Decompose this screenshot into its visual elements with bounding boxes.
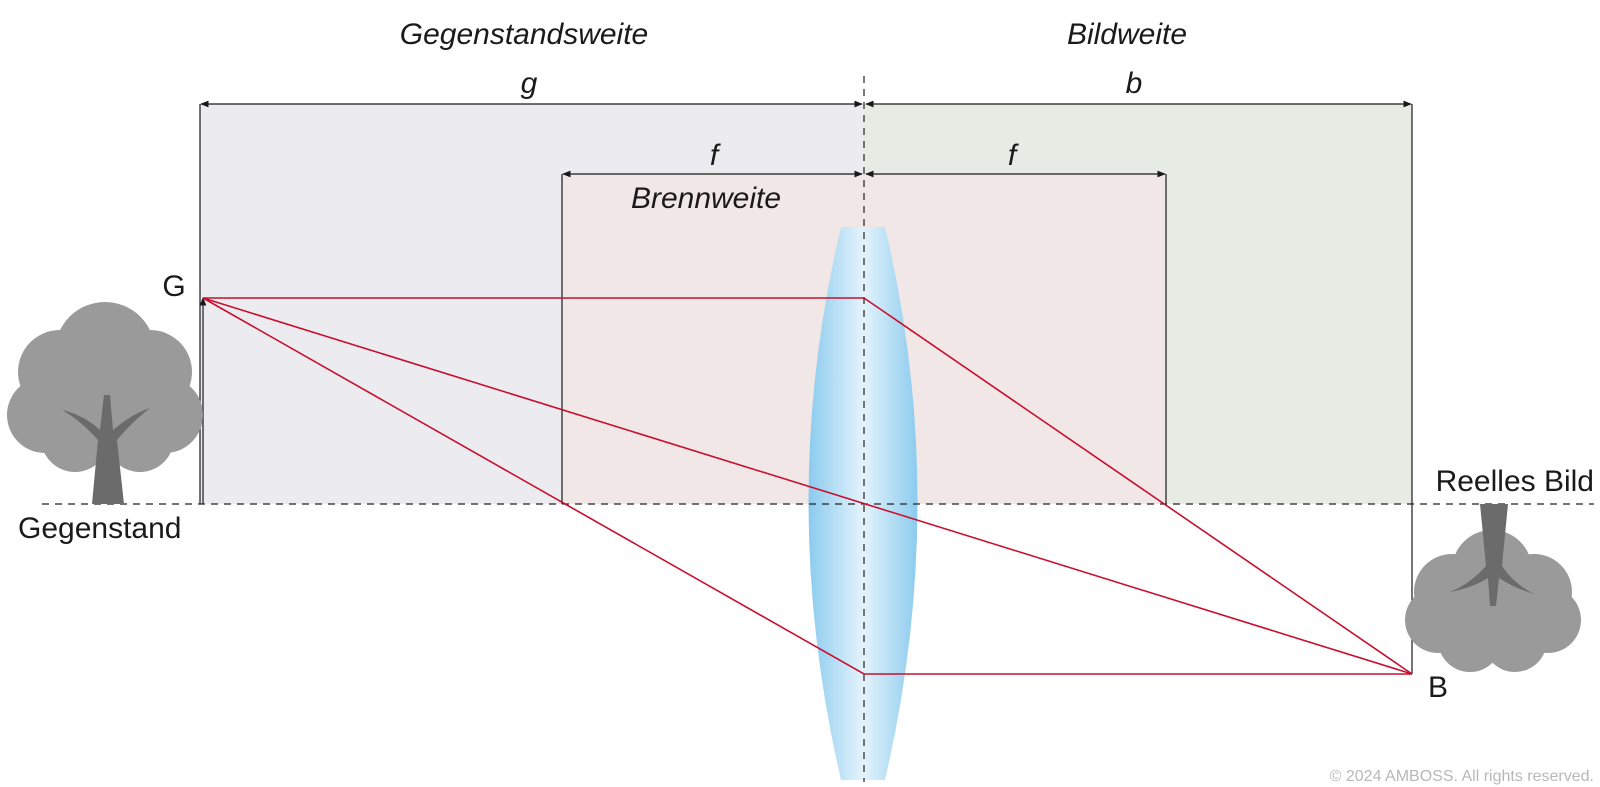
object-point-label: G [162,270,185,303]
object-distance-title: Gegenstandsweite [400,18,649,51]
image-caption: Reelles Bild [1436,465,1594,498]
inverted-tree-icon [1405,504,1581,672]
focal-symbol-right: f [1008,139,1019,172]
central-ray [202,297,1413,675]
image-distance-title: Bildweite [1067,18,1187,51]
tree-icon [7,302,203,504]
parallel-ray [203,297,1413,675]
focal-symbol-left: f [710,139,721,172]
image-distance-symbol: b [1126,67,1143,100]
object-caption: Gegenstand [18,512,181,545]
copyright-notice: © 2024 AMBOSS. All rights reserved. [1330,768,1594,785]
image-point-label: B [1428,671,1448,704]
object-distance-symbol: g [521,67,538,100]
focal-length-title: Brennweite [631,182,781,215]
focal-ray [202,297,1412,675]
